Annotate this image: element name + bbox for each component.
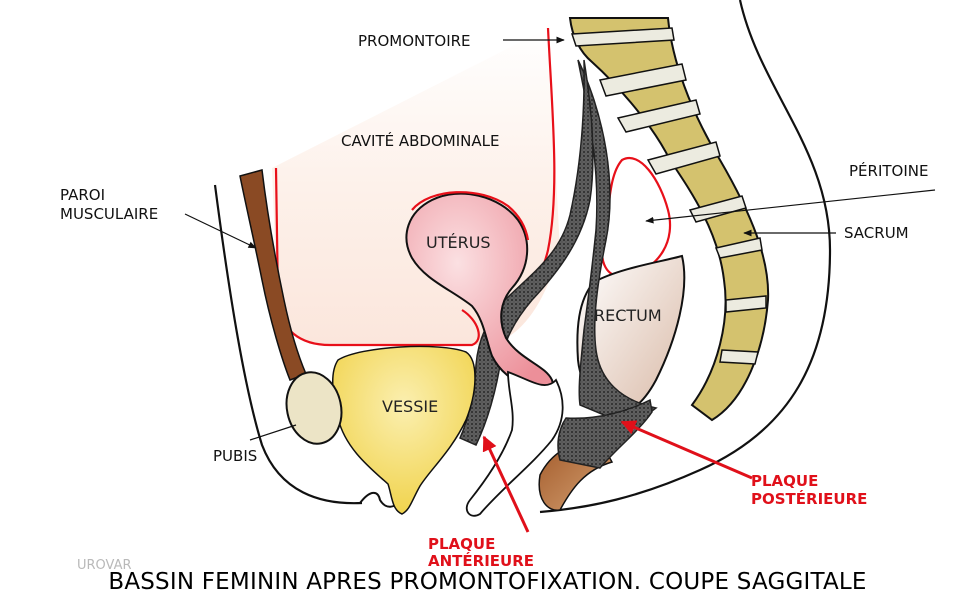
sacrum-label: SACRUM: [844, 224, 909, 242]
paroi-label-line1: PAROI: [60, 186, 105, 204]
uterus-peritoneum: [411, 191, 530, 241]
rectum-label: RECTUM: [594, 306, 662, 325]
vessie-label: VESSIE: [382, 397, 438, 416]
plaque-anterieure-arrow: [482, 435, 530, 533]
uterus-label: UTÉRUS: [426, 233, 491, 252]
peritoneal-recess: [600, 157, 672, 278]
plaque-posterieure-label-line2: POSTÉRIEURE: [751, 489, 867, 508]
pubis-label: PUBIS: [213, 447, 257, 465]
bladder: [332, 345, 476, 515]
cavite-abdominale-label: CAVITÉ ABDOMINALE: [341, 131, 499, 150]
plaque-anterieure-label-line2: ANTÉRIEURE: [428, 551, 534, 570]
plaque-anterieure-label-line1: PLAQUE: [428, 535, 495, 553]
body-outline-front: [213, 184, 363, 505]
peritoine-label: PÉRITOINE: [849, 161, 928, 180]
posterior-mesh: [577, 59, 658, 421]
body-outline-back: [539, 0, 832, 514]
plaque-posterieure-label-line1: PLAQUE: [751, 472, 818, 490]
pubis-arrow: [249, 424, 297, 441]
figure-caption: BASSIN FEMININ APRES PROMONTOFIXATION. C…: [108, 569, 867, 595]
paroi-arrow: [184, 213, 257, 249]
plaque-posterieure-arrow: [620, 420, 753, 480]
promontoire-label: PROMONTOIRE: [358, 32, 471, 50]
pubis-bone: [285, 371, 343, 445]
paroi-label-line2: MUSCULAIRE: [60, 205, 158, 223]
peritoine-arrow: [645, 189, 936, 224]
urovar-watermark: UROVAR: [77, 558, 132, 573]
sacrum: [568, 17, 770, 422]
sacral-discs: [570, 27, 767, 365]
vagina: [465, 370, 564, 517]
